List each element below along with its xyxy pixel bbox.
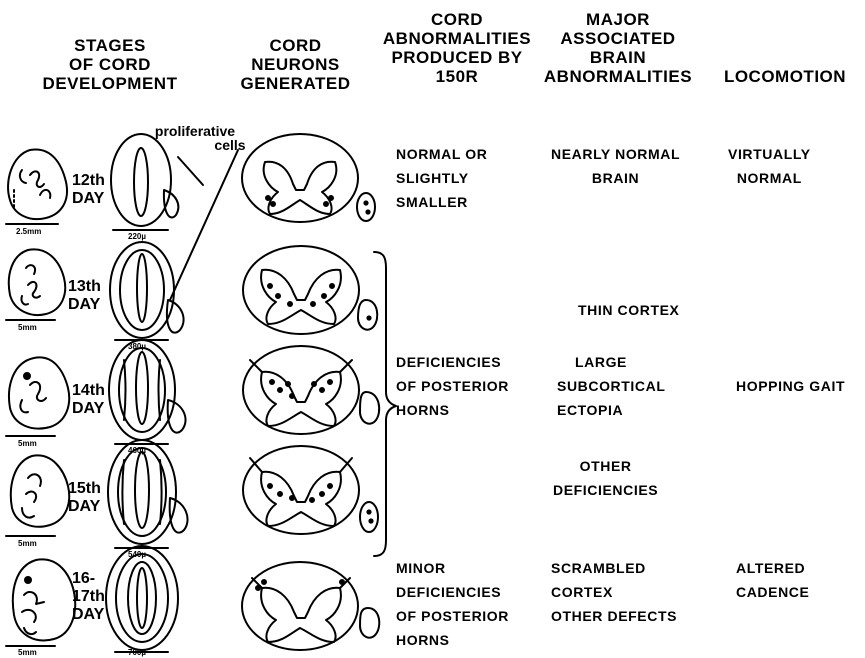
- cord-day16-17-line-4: HORNS: [396, 628, 509, 652]
- embryo-day15: [11, 455, 69, 526]
- day-label-16-17: 16- 17th DAY: [72, 570, 105, 624]
- day-12-word: DAY: [72, 190, 105, 208]
- section-day12: [111, 134, 178, 226]
- brain-ectopia-line-2: SUBCORTICAL: [557, 374, 665, 398]
- day-14-word: DAY: [72, 400, 105, 418]
- cord-neurons-day15: [243, 446, 359, 534]
- brain-abnormality-other: OTHER DEFICIENCIES: [553, 454, 658, 502]
- scale-label-embryo-day16-17: 5mm: [18, 648, 37, 657]
- section-day16-17: [106, 546, 178, 650]
- cord-neurons-day16-17: [242, 562, 358, 650]
- brain-thin-cortex-line-1: THIN CORTEX: [578, 298, 680, 322]
- day-13-ordinal: 13th: [68, 278, 101, 296]
- scale-label-section-day15: 540µ: [128, 550, 146, 559]
- brain-abnormality-day12: NEARLY NORMAL BRAIN: [551, 142, 680, 190]
- annotation-leader-line-1: [178, 157, 203, 185]
- brain-other-line-2: DEFICIENCIES: [553, 478, 658, 502]
- scale-label-embryo-day15: 5mm: [18, 539, 37, 548]
- locomotion-day12: VIRTUALLY NORMAL: [728, 142, 811, 190]
- brain-day12-line-1: NEARLY NORMAL: [551, 142, 680, 166]
- brain-ectopia-line-3: ECTOPIA: [557, 398, 665, 422]
- scale-label-section-day14: 460µ: [128, 446, 146, 455]
- cord-day16-17-line-2: DEFICIENCIES: [396, 580, 509, 604]
- brain-abnormality-ectopia: LARGE SUBCORTICAL ECTOPIA: [557, 350, 665, 422]
- dorsal-root-ganglion-day15: [360, 502, 378, 532]
- dorsal-root-ganglion-day14: [360, 392, 379, 424]
- brain-ectopia-line-1: LARGE: [557, 350, 665, 374]
- dorsal-root-ganglion-day16-17: [360, 608, 379, 638]
- scale-label-embryo-day14: 5mm: [18, 439, 37, 448]
- locomotion-days13-15: HOPPING GAIT: [736, 374, 845, 398]
- day-16-17-range: 16-: [72, 570, 105, 588]
- dorsal-root-ganglion-day12: [357, 193, 375, 221]
- cord-day12-line-2: SLIGHTLY: [396, 166, 487, 190]
- cord-neurons-day14: [243, 346, 359, 434]
- day-13-word: DAY: [68, 296, 101, 314]
- cord-day16-17-line-3: OF POSTERIOR: [396, 604, 509, 628]
- embryo-day12: [8, 149, 67, 219]
- cord-days13-15-line-1: DEFICIENCIES: [396, 350, 509, 374]
- cord-abnormality-day12: NORMAL OR SLIGHTLY SMALLER: [396, 142, 487, 214]
- locomotion-day16-17-line-2: CADENCE: [736, 580, 809, 604]
- embryo-day13: [9, 249, 65, 315]
- brain-day16-17-line-3: OTHER DEFECTS: [551, 604, 677, 628]
- embryo-day14: [9, 357, 69, 428]
- locomotion-day12-line-2: NORMAL: [728, 166, 811, 190]
- scale-label-section-day13: 380µ: [128, 342, 146, 351]
- cord-days13-15-line-3: HORNS: [396, 398, 509, 422]
- brain-day16-17-line-1: SCRAMBLED: [551, 556, 677, 580]
- day-label-13: 13th DAY: [68, 278, 101, 314]
- day-15-ordinal: 15th: [68, 480, 101, 498]
- brain-other-line-1: OTHER: [553, 454, 658, 478]
- brain-day16-17-line-2: CORTEX: [551, 580, 677, 604]
- cord-abnormality-days13-15: DEFICIENCIES OF POSTERIOR HORNS: [396, 350, 509, 422]
- day-14-ordinal: 14th: [72, 382, 105, 400]
- scale-label-section-day12: 220µ: [128, 232, 146, 241]
- day-15-word: DAY: [68, 498, 101, 516]
- brain-day12-line-2: BRAIN: [551, 166, 680, 190]
- annotation-leader-line-2: [170, 150, 238, 300]
- locomotion-day16-17: ALTERED CADENCE: [736, 556, 809, 604]
- cord-neurons-day13: [243, 246, 359, 334]
- embryo-day16-17: [13, 559, 75, 640]
- section-day13: [110, 242, 184, 338]
- dorsal-root-ganglion-day13: [358, 300, 377, 330]
- section-day15: [108, 440, 188, 544]
- scale-label-embryo-day13: 5mm: [18, 323, 37, 332]
- locomotion-days13-15-line-1: HOPPING GAIT: [736, 374, 845, 398]
- day-16-17-word: DAY: [72, 606, 105, 624]
- day-label-14: 14th DAY: [72, 382, 105, 418]
- day-16-17-ordinal: 17th: [72, 588, 105, 606]
- day-12-ordinal: 12th: [72, 172, 105, 190]
- cord-neurons-day12: [242, 134, 358, 222]
- cord-day12-line-1: NORMAL OR: [396, 142, 487, 166]
- scale-label-embryo-day12: 2.5mm: [16, 227, 41, 236]
- section-day14: [109, 340, 186, 440]
- cord-day12-line-3: SMALLER: [396, 190, 487, 214]
- cord-abnormality-day16-17: MINOR DEFICIENCIES OF POSTERIOR HORNS: [396, 556, 509, 652]
- day-label-12: 12th DAY: [72, 172, 105, 208]
- day-label-15: 15th DAY: [68, 480, 101, 516]
- cord-day16-17-line-1: MINOR: [396, 556, 509, 580]
- scale-label-section-day16-17: 700µ: [128, 648, 146, 657]
- locomotion-day16-17-line-1: ALTERED: [736, 556, 809, 580]
- locomotion-day12-line-1: VIRTUALLY: [728, 142, 811, 166]
- cord-days13-15-line-2: OF POSTERIOR: [396, 374, 509, 398]
- brain-abnormality-thin-cortex: THIN CORTEX: [578, 298, 680, 322]
- brain-abnormality-day16-17: SCRAMBLED CORTEX OTHER DEFECTS: [551, 556, 677, 628]
